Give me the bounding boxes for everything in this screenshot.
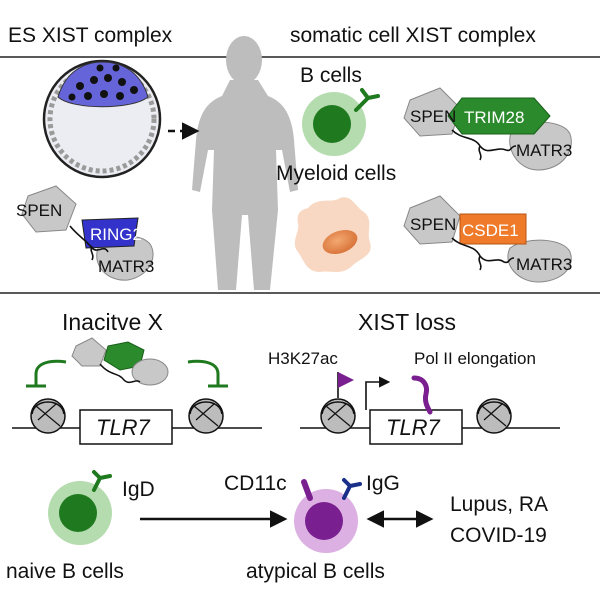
human-silhouette-icon	[192, 36, 298, 290]
nucleosome-icon	[320, 398, 356, 434]
disease-label-line1: Lupus, RA	[450, 493, 548, 516]
atypical-b-cell-icon	[294, 478, 362, 553]
naive-b-cells-label: naive B cells	[6, 560, 124, 583]
es-ring2-label: RING2	[90, 225, 142, 244]
somatic-xist-complex-title: somatic cell XIST complex	[290, 24, 536, 47]
atypical-b-cells-label: atypical B cells	[246, 560, 385, 583]
b-cell-trim28-label: TRIM28	[464, 108, 524, 127]
igg-label: IgG	[366, 472, 400, 495]
es-xist-complex-title: ES XIST complex	[8, 24, 173, 47]
xist-loss-gene-box	[369, 409, 463, 445]
inactive-x-title: Inacitve X	[62, 309, 163, 335]
inactive-x-gene-box	[79, 409, 173, 445]
pol2-icon	[411, 375, 433, 415]
xist-loss-panel: XIST loss H3K27ac Pol II elongation TLR7	[268, 309, 560, 445]
myeloid-cell-icon	[294, 197, 371, 272]
xist-loss-gene-label: TLR7	[386, 415, 441, 440]
myeloid-matr3-label: MATR3	[516, 255, 572, 274]
myeloid-spen-label: SPEN	[410, 215, 456, 234]
naive-b-cell-icon	[48, 470, 112, 545]
cd11c-label: CD11c	[224, 472, 287, 495]
b-cell-matr3-label: MATR3	[516, 141, 572, 160]
es-spen-label: SPEN	[16, 201, 62, 220]
myeloid-csde1-label: CSDE1	[462, 221, 519, 240]
myeloid-xist-complex: SPEN CSDE1 MATR3	[403, 195, 572, 283]
nucleosome-icon	[30, 398, 66, 434]
inactive-x-gene-label: TLR7	[96, 415, 151, 440]
igd-label: IgD	[122, 478, 155, 501]
myeloid-cells-label: Myeloid cells	[276, 162, 396, 185]
disease-label-line2: COVID-19	[450, 524, 547, 547]
acetylation-flag-icon	[337, 372, 354, 398]
es-xist-complex: SPEN RING2 MATR3	[16, 185, 154, 281]
inactive-x-panel: Inacitve X TLR7	[12, 309, 262, 445]
es-matr3-label: MATR3	[98, 257, 154, 276]
b-cells-label: B cells	[300, 64, 362, 87]
pol2-elongation-label: Pol II elongation	[414, 349, 536, 368]
b-cell-xist-complex: SPEN TRIM28 MATR3	[403, 87, 572, 171]
b-cell-spen-label: SPEN	[410, 107, 456, 126]
blastocyst-icon	[42, 59, 162, 179]
h3k27ac-label: H3K27ac	[268, 349, 338, 368]
nucleosome-icon	[476, 398, 512, 434]
xist-loss-title: XIST loss	[358, 309, 456, 335]
nucleosome-icon	[188, 398, 224, 434]
transcription-start-arrow-icon	[365, 376, 391, 410]
b-cell-icon	[302, 88, 380, 156]
